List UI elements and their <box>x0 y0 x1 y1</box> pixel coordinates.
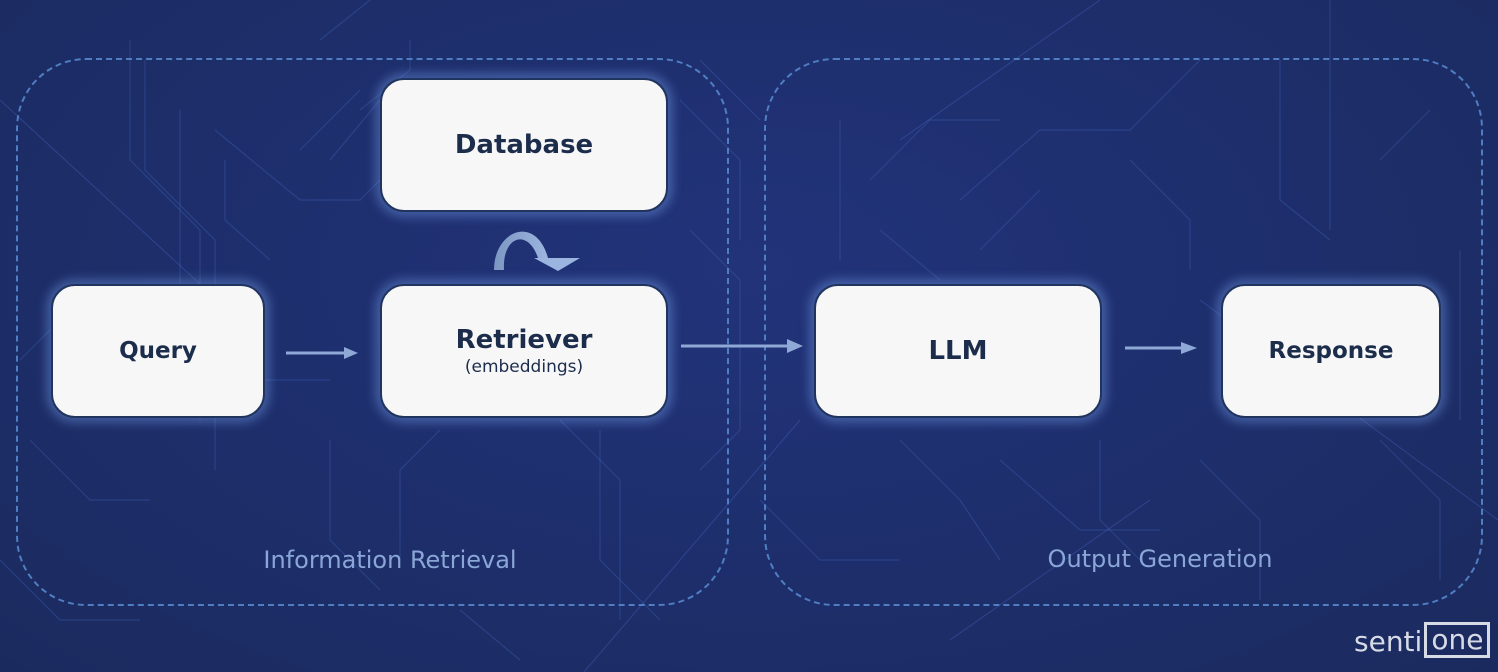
logo-text-one: one <box>1424 622 1491 658</box>
output-generation-group <box>764 58 1483 606</box>
database-node: Database <box>380 78 668 212</box>
output-generation-label: Output Generation <box>1047 545 1273 573</box>
database-retriever-loop-arrow <box>494 231 580 271</box>
llm-to-response-arrow <box>1125 342 1197 354</box>
llm-node: LLM <box>814 284 1102 418</box>
response-title: Response <box>1268 338 1394 364</box>
database-title: Database <box>454 130 594 160</box>
retriever-to-llm-arrow <box>681 339 803 353</box>
llm-title: LLM <box>928 336 988 366</box>
retriever-node: Retriever (embeddings) <box>380 284 668 418</box>
response-node: Response <box>1221 284 1441 418</box>
logo-text-senti: senti <box>1354 625 1423 658</box>
query-node: Query <box>51 284 265 418</box>
information-retrieval-group <box>16 58 729 606</box>
retriever-subtitle: (embeddings) <box>464 357 584 377</box>
query-title: Query <box>119 338 197 364</box>
query-to-retriever-arrow <box>286 347 358 359</box>
retriever-title: Retriever <box>455 325 593 355</box>
sentione-logo: senti one <box>1354 622 1491 658</box>
information-retrieval-label: Information Retrieval <box>263 546 517 574</box>
